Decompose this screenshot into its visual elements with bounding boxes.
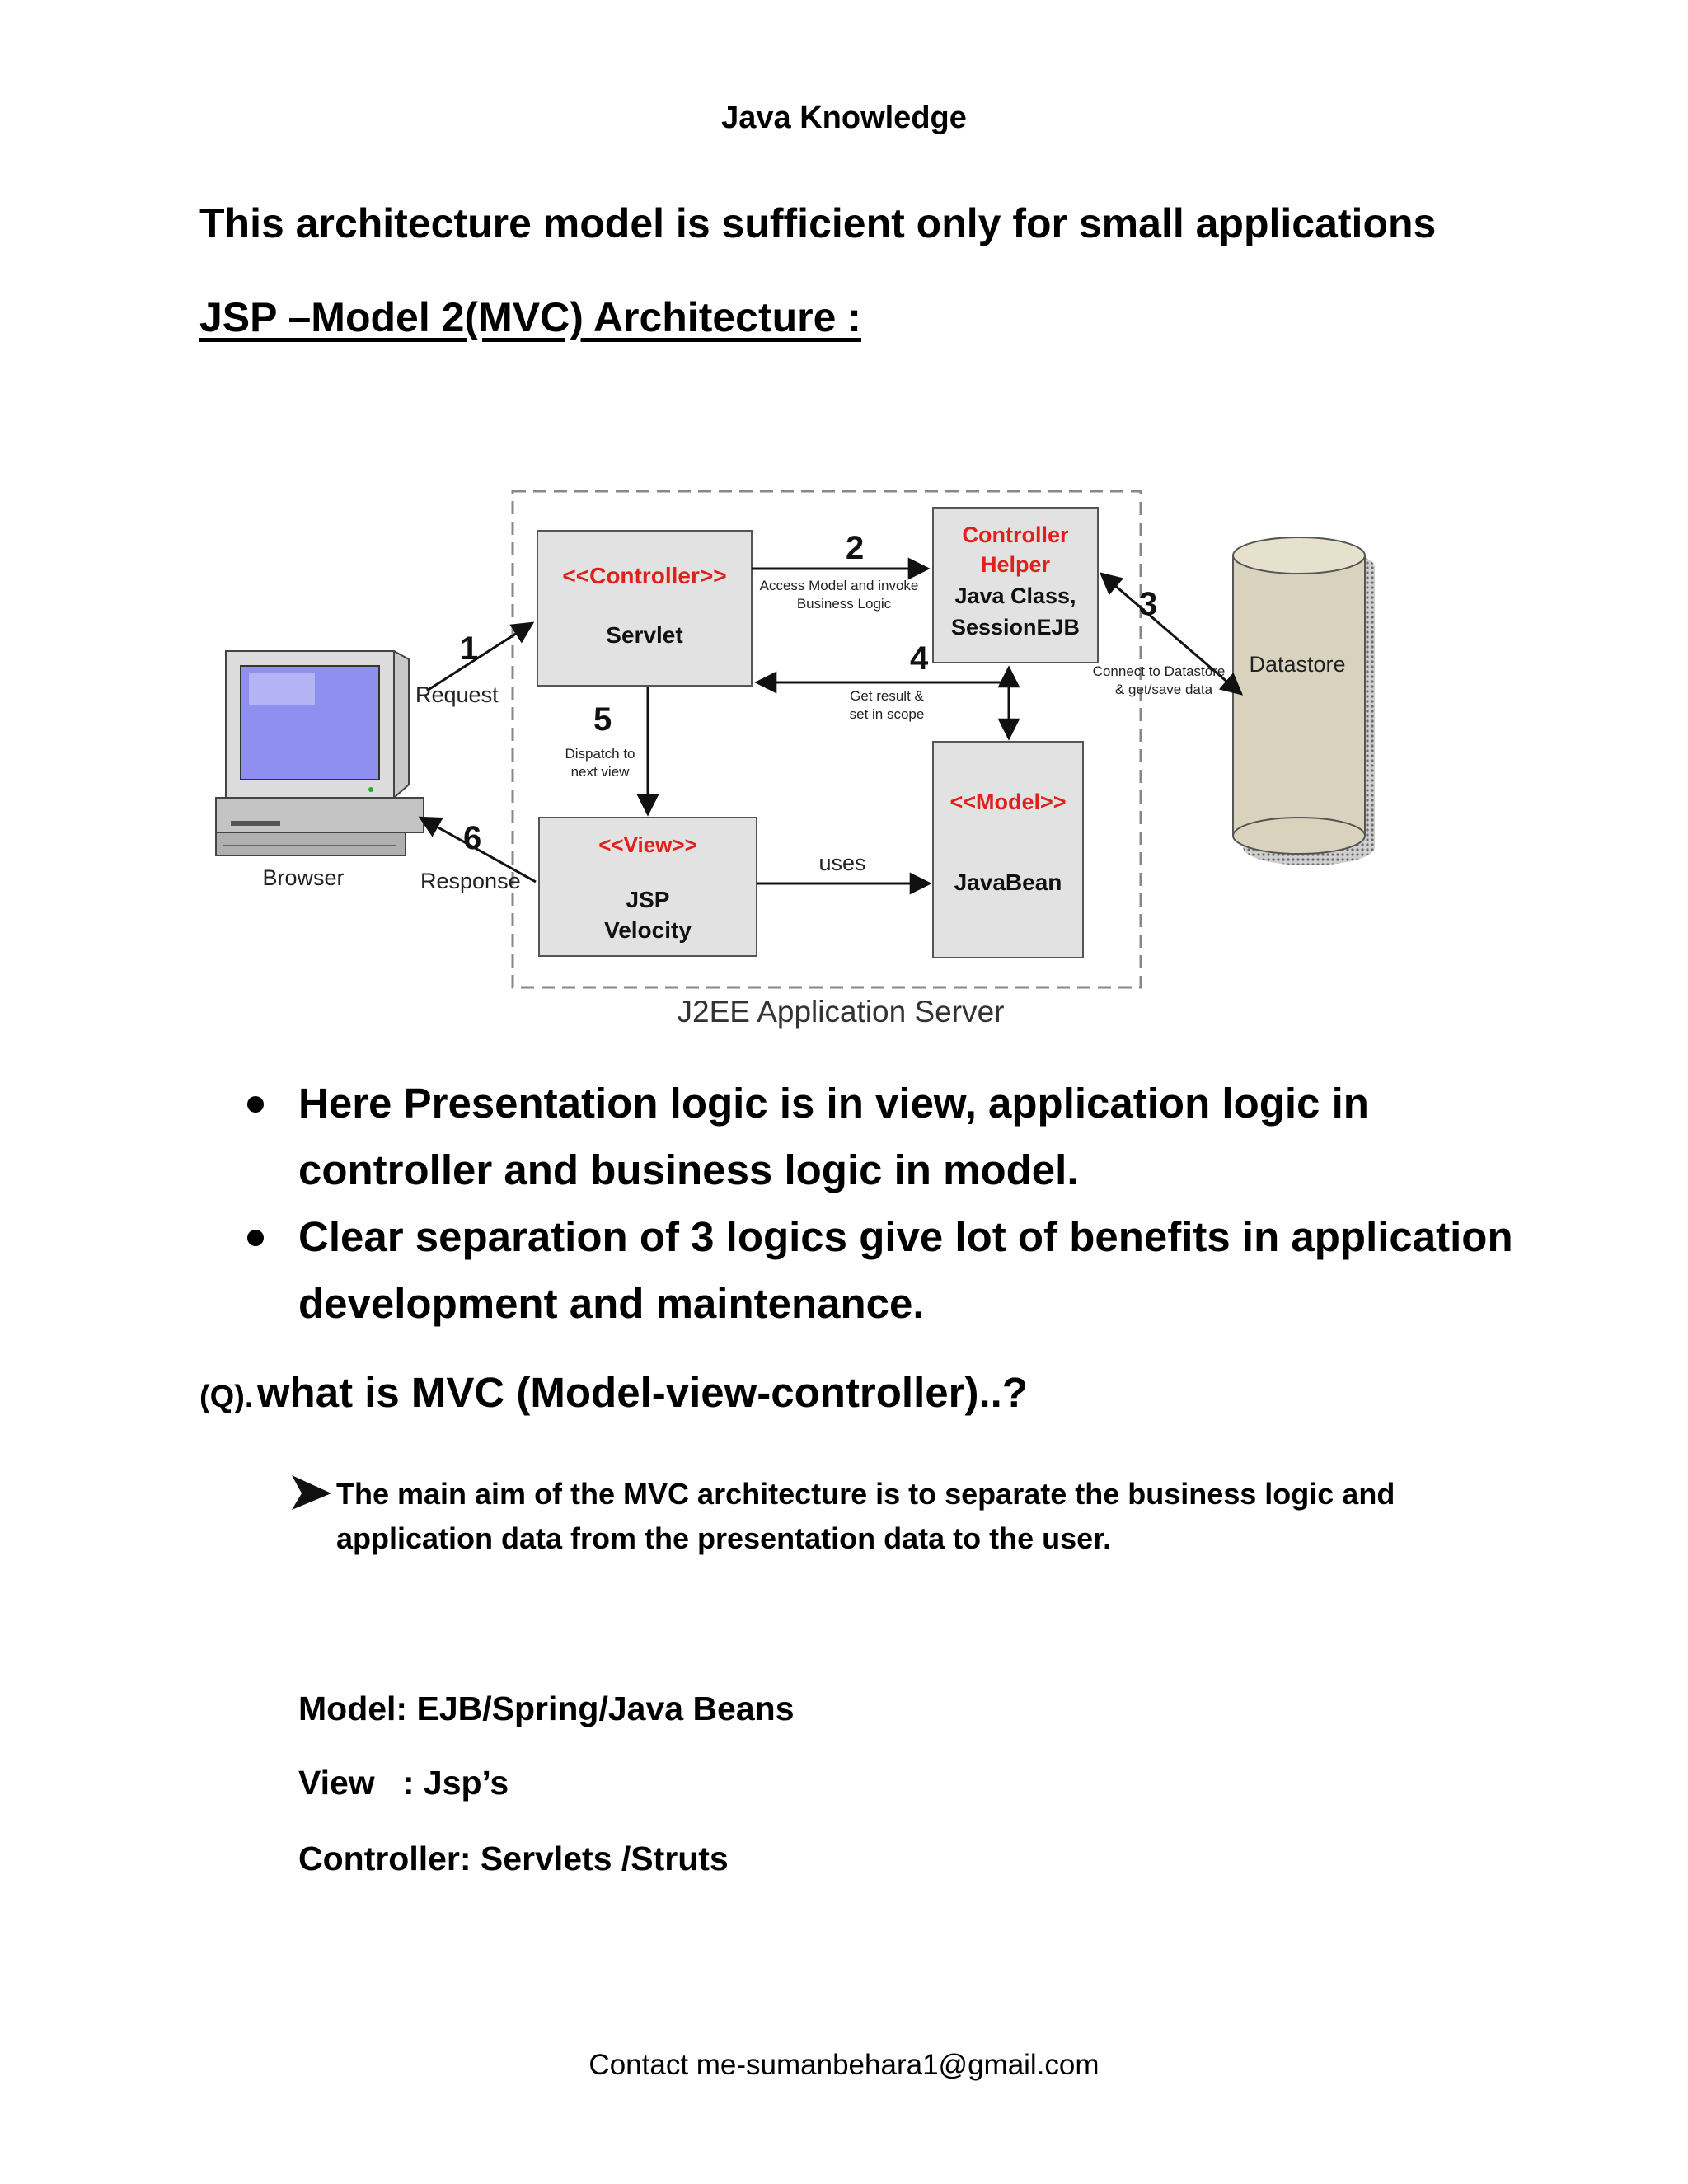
step5-number: 5 xyxy=(593,701,612,738)
step2-line1: Access Model and invoke xyxy=(760,578,919,593)
step3-number: 3 xyxy=(1139,586,1157,622)
page-header-title: Java Knowledge xyxy=(0,101,1688,136)
controller-helper-box: Controller Helper Java Class, SessionEJB xyxy=(933,508,1098,663)
bullet-dot-icon xyxy=(247,1230,264,1246)
step3-line1: Connect to Datastore xyxy=(1093,663,1226,679)
step4-line2: set in scope xyxy=(850,706,925,722)
bullet-line: Clear separation of 3 logics give lot of… xyxy=(298,1203,1533,1270)
request-label: Request xyxy=(415,682,499,707)
bullet-item: Clear separation of 3 logics give lot of… xyxy=(247,1203,1533,1337)
view-box: <<View>> JSP Velocity xyxy=(539,818,757,956)
browser-label: Browser xyxy=(262,865,344,890)
question-tag: (Q). xyxy=(199,1380,253,1414)
helper-line2: Helper xyxy=(981,552,1051,577)
definition-view: View : Jsp’s xyxy=(298,1764,509,1802)
datastore-label: Datastore xyxy=(1249,652,1345,677)
definition-controller: Controller: Servlets /Struts xyxy=(298,1840,729,1878)
aim-line: The main aim of the MVC architecture is … xyxy=(336,1472,1492,1516)
section-heading: JSP –Model 2(MVC) Architecture : xyxy=(199,293,861,341)
helper-line3: Java Class, xyxy=(954,583,1076,608)
controller-name: Servlet xyxy=(606,622,682,648)
bullet-list: Here Presentation logic is in view, appl… xyxy=(247,1070,1533,1337)
view-line1: JSP xyxy=(626,887,670,912)
datastore-cylinder: Datastore xyxy=(1233,537,1375,865)
mvc-architecture-diagram: J2EE Application Server <<Controller>> S… xyxy=(198,462,1418,1038)
uses-label: uses xyxy=(818,851,865,875)
footer-contact: Contact me-sumanbehara1@gmail.com xyxy=(0,2049,1688,2082)
bullet-line: controller and business logic in model. xyxy=(298,1137,1533,1203)
step5-line1: Dispatch to xyxy=(565,746,635,762)
arrow-request xyxy=(427,623,532,691)
view-stereotype: <<View>> xyxy=(598,832,697,857)
step4-number: 4 xyxy=(910,640,929,677)
model-box: <<Model>> JavaBean xyxy=(933,742,1083,958)
definition-model: Model: EJB/Spring/Java Beans xyxy=(298,1690,795,1728)
step2-number: 2 xyxy=(846,530,864,566)
question-heading: (Q). what is MVC (Model-view-controller)… xyxy=(199,1368,1028,1417)
view-line2: Velocity xyxy=(604,917,692,943)
arrowhead-bullet-icon xyxy=(288,1472,335,1513)
aim-line: application data from the presentation d… xyxy=(336,1516,1492,1561)
bullet-item: Here Presentation logic is in view, appl… xyxy=(247,1070,1533,1203)
step2-line2: Business Logic xyxy=(797,596,892,612)
model-stereotype: <<Model>> xyxy=(950,790,1066,814)
step6-number: 6 xyxy=(463,820,481,856)
helper-line1: Controller xyxy=(962,523,1068,547)
aim-paragraph: The main aim of the MVC architecture is … xyxy=(288,1472,1492,1561)
controller-box: <<Controller>> Servlet xyxy=(537,531,752,686)
bullet-line: Here Presentation logic is in view, appl… xyxy=(298,1070,1533,1137)
server-label: J2EE Application Server xyxy=(678,995,1005,1029)
controller-stereotype: <<Controller>> xyxy=(562,563,726,588)
browser-computer-icon: Browser xyxy=(216,651,424,890)
bullet-dot-icon xyxy=(247,1096,264,1113)
intro-text: This architecture model is sufficient on… xyxy=(199,199,1436,247)
step3-line2: & get/save data xyxy=(1115,682,1213,697)
helper-line4: SessionEJB xyxy=(951,615,1080,640)
step5-line2: next view xyxy=(571,764,631,780)
response-label: Response xyxy=(420,869,521,893)
model-name: JavaBean xyxy=(954,869,1062,895)
question-text: what is MVC (Model-view-controller)..? xyxy=(257,1369,1028,1416)
step1-number: 1 xyxy=(460,630,478,667)
step4-line1: Get result & xyxy=(850,688,924,704)
bullet-line: development and maintenance. xyxy=(298,1270,1533,1337)
